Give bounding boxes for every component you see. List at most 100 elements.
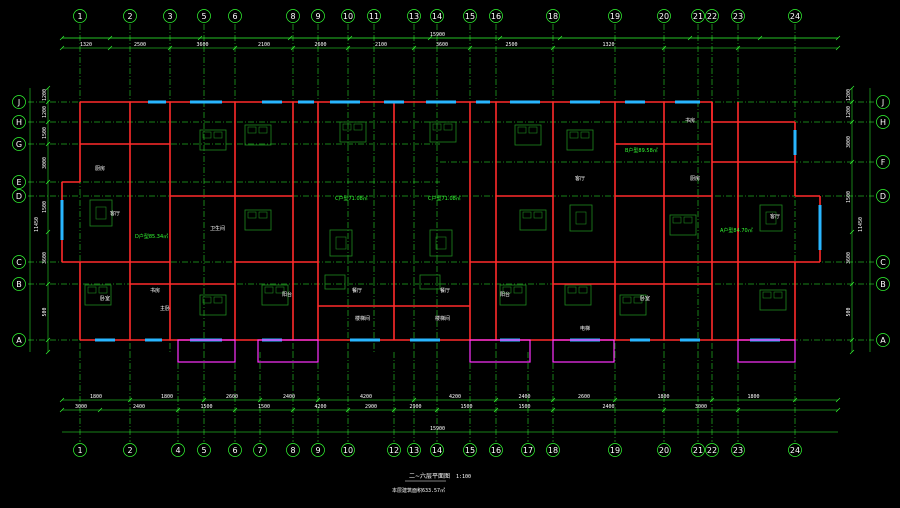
axis-bubble-label: 14 (432, 12, 442, 21)
dimension-text: 500 (846, 307, 852, 316)
axis-bubble: 12 (387, 443, 401, 457)
left-total-dim: 11450 (34, 217, 40, 232)
axis-bubble-label: F (881, 158, 886, 167)
bed-frame (339, 121, 367, 143)
drawing-note: 本层建筑面积633.57㎡ (392, 487, 445, 494)
axis-bubble: 22 (705, 9, 719, 23)
axis-bubble-label: D (880, 192, 886, 201)
axis-bubble-circle (311, 9, 325, 23)
overall-dim-bottom: 15900 (430, 426, 445, 432)
dimension-tick (661, 407, 667, 413)
bed-pillow (773, 291, 783, 299)
bed-frame (261, 284, 289, 306)
axis-bubble-circle (341, 9, 355, 23)
bed-icon (519, 209, 547, 231)
axis-bubble: F (876, 155, 890, 169)
axis-bubble-circle (876, 115, 890, 129)
dimension-tick (411, 397, 417, 403)
dimension-text: 1800 (161, 394, 173, 400)
dimension-tick (849, 85, 855, 91)
dimension-tick (45, 99, 51, 105)
balcony (177, 339, 236, 363)
axis-bubble: 20 (657, 9, 671, 23)
axis-bubble: 2 (123, 443, 137, 457)
right-total-dim: 11450 (858, 217, 864, 232)
bed-icon (619, 294, 647, 316)
sofa-frame (89, 199, 113, 227)
axis-bubble-label: 5 (201, 446, 206, 455)
axis-bubble: A (12, 333, 26, 347)
axis-bubble-label: H (16, 118, 22, 127)
axis-bubble: A (876, 333, 890, 347)
bed-frame (566, 129, 594, 151)
axis-bubble-label: 17 (523, 446, 533, 455)
axis-bubble: 23 (731, 443, 745, 457)
axis-bubble-label: 5 (201, 12, 206, 21)
axis-bubble-circle (123, 9, 137, 23)
axis-bubble: 22 (705, 443, 719, 457)
axis-bubble-circle (705, 9, 719, 23)
dimension-text: 3000 (846, 136, 852, 148)
axis-bubble-circle (731, 443, 745, 457)
bed-icon (669, 214, 697, 236)
dimension-text: 2400 (133, 404, 145, 410)
axis-bubble-circle (876, 189, 890, 203)
axis-bubble-label: 24 (790, 12, 800, 21)
axis-bubble-label: 14 (432, 446, 442, 455)
bed-icon (339, 121, 367, 143)
dimension-tick (107, 45, 113, 51)
sofa-frame (569, 204, 593, 232)
axis-bubble-label: C (880, 258, 886, 267)
axis-bubble: 16 (489, 443, 503, 457)
axis-bubble: J (12, 95, 26, 109)
axis-bubble-label: 13 (409, 446, 419, 455)
axis-bubble: 24 (788, 9, 802, 23)
axis-bubble-label: 20 (659, 446, 669, 455)
room-label: 客厅 (575, 175, 585, 182)
dimension-tick (411, 45, 417, 51)
dimension-tick (849, 159, 855, 165)
axis-bubble-label: 21 (693, 12, 703, 21)
axis-bubble-circle (197, 443, 211, 457)
axis-bubble-circle (546, 9, 560, 23)
dimension-tick (127, 397, 133, 403)
axis-bubble-circle (489, 443, 503, 457)
bed-pillow (264, 286, 274, 294)
axis-bubble-circle (731, 9, 745, 23)
dimension-tick (45, 281, 51, 287)
bed-pillow (533, 211, 543, 219)
dimension-tick (59, 397, 65, 403)
dimension-tick (45, 229, 51, 235)
axis-bubble-label: 13 (409, 12, 419, 21)
axis-bubble-circle (608, 443, 622, 457)
coffee-table (335, 236, 347, 250)
unit-area-label: A户型84.70㎡ (720, 227, 753, 234)
bed-pillow (522, 211, 532, 219)
dimension-text: 1500 (846, 191, 852, 203)
axis-bubble: 5 (197, 443, 211, 457)
axis-bubble: 6 (228, 9, 242, 23)
axis-bubble-circle (788, 443, 802, 457)
axis-bubble-circle (691, 9, 705, 23)
axis-bubble-label: A (880, 336, 886, 345)
axis-bubble: 16 (489, 9, 503, 23)
axis-bubble-circle (311, 443, 325, 457)
axis-bubble-circle (705, 443, 719, 457)
drawing-scale: 1:100 (456, 474, 471, 480)
axis-bubble-label: 1 (77, 446, 82, 455)
sofa-icon (429, 229, 453, 257)
axis-bubble-label: 6 (232, 446, 237, 455)
dimension-tick (45, 179, 51, 185)
balcony (552, 339, 615, 363)
room-label: 阳台 (282, 291, 292, 298)
bed-pillow (247, 211, 257, 219)
room-label: 餐厅 (352, 287, 362, 294)
dimension-text: 1200 (846, 106, 852, 118)
axis-bubble-circle (286, 9, 300, 23)
axis-bubble-label: J (881, 98, 884, 107)
dimension-text: 1500 (42, 201, 48, 213)
axis-bubble-circle (463, 443, 477, 457)
coffee-table (765, 211, 777, 225)
